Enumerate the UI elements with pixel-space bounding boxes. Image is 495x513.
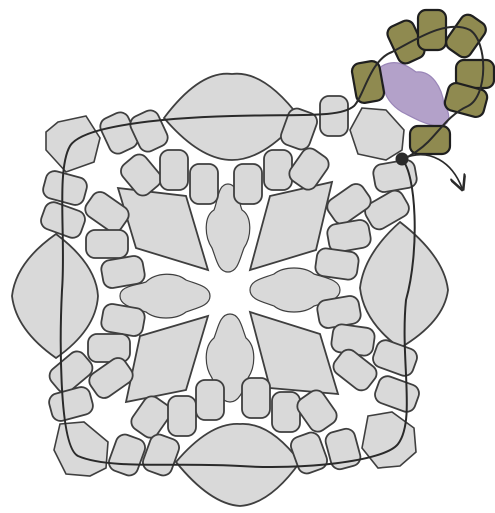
pill-bead <box>140 432 181 478</box>
pill-bead <box>272 392 300 432</box>
pill-bead <box>86 230 128 258</box>
pill-bead <box>370 338 419 379</box>
pill-bead <box>106 432 147 478</box>
large-bead-left <box>12 234 98 358</box>
pill-bead <box>234 164 262 204</box>
corner-bead-bottom-right <box>362 412 416 468</box>
olive-bead <box>351 60 386 104</box>
pill-bead <box>160 150 188 190</box>
corner-bead-bottom-left <box>54 422 108 476</box>
pill-bead <box>330 346 380 394</box>
pill-bead <box>320 96 348 136</box>
pill-bead <box>190 164 218 204</box>
pill-bead <box>242 378 270 418</box>
pill-bead <box>168 396 196 436</box>
pill-bead <box>196 380 224 420</box>
corner-bead-top-right <box>350 108 404 160</box>
thread-knot <box>396 153 409 166</box>
pill-bead <box>88 334 130 362</box>
pill-bead <box>326 219 372 254</box>
pill-bead <box>47 385 95 423</box>
corner-bead-top-left <box>46 116 100 172</box>
pill-bead <box>41 169 89 207</box>
olive-bead <box>418 10 446 50</box>
pill-bead <box>314 247 359 281</box>
pill-bead <box>372 374 421 415</box>
pill-bead <box>264 150 292 190</box>
